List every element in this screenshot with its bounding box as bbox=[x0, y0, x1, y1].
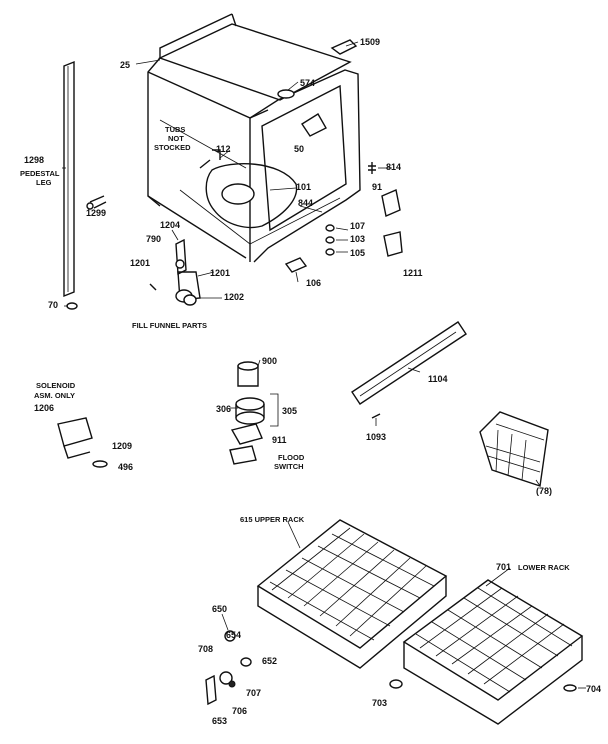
label-1104: 1104 bbox=[428, 374, 448, 384]
leader-lines bbox=[62, 41, 586, 689]
lower-rack-caption: LOWER RACK bbox=[518, 563, 570, 572]
label-496: 496 bbox=[118, 462, 133, 472]
label-1298: 1298 bbox=[24, 155, 44, 165]
label-91: 91 bbox=[372, 182, 382, 192]
mounting-rail-drawing bbox=[351, 321, 467, 419]
tub-note-line1: TUBS bbox=[165, 125, 185, 134]
part-labels: 25 1509 574 TUBS NOT STOCKED 112 50 101 … bbox=[20, 37, 601, 726]
label-105: 105 bbox=[350, 248, 365, 258]
label-653: 653 bbox=[212, 716, 227, 726]
solenoid-note-line1: SOLENOID bbox=[36, 381, 76, 390]
label-1299: 1299 bbox=[86, 208, 106, 218]
rack-hardware-drawing bbox=[205, 630, 577, 706]
flood-switch-line2: SWITCH bbox=[274, 462, 304, 471]
label-1204: 1204 bbox=[160, 220, 180, 230]
label-707: 707 bbox=[246, 688, 261, 698]
label-112: 112 bbox=[216, 144, 231, 154]
label-814: 814 bbox=[386, 162, 401, 172]
label-650: 650 bbox=[212, 604, 227, 614]
tub-note-line3: STOCKED bbox=[154, 143, 191, 152]
flood-switch-line1: FLOOD bbox=[278, 453, 305, 462]
upper-rack-caption: 615 UPPER RACK bbox=[240, 515, 305, 524]
label-574: 574 bbox=[300, 78, 315, 88]
label-1209: 1209 bbox=[112, 441, 132, 451]
pedestal-leg-line1: PEDESTAL bbox=[20, 169, 60, 178]
label-1201-left: 1201 bbox=[130, 258, 150, 268]
silverware-basket-drawing bbox=[479, 411, 549, 487]
tub-note-line2: NOT bbox=[168, 134, 184, 143]
solenoid-drawing bbox=[57, 417, 108, 468]
label-1201-right: 1201 bbox=[210, 268, 230, 278]
label-50: 50 bbox=[294, 144, 304, 154]
label-708: 708 bbox=[198, 644, 213, 654]
label-106: 106 bbox=[306, 278, 321, 288]
fill-funnel-parts-caption: FILL FUNNEL PARTS bbox=[132, 321, 207, 330]
upper-rack-drawing bbox=[256, 519, 448, 669]
label-790: 790 bbox=[146, 234, 161, 244]
label-103: 103 bbox=[350, 234, 365, 244]
label-306: 306 bbox=[216, 404, 231, 414]
pedestal-leg-drawing bbox=[63, 60, 107, 310]
label-70: 70 bbox=[48, 300, 58, 310]
fill-funnel-drawing bbox=[149, 238, 201, 306]
label-1206: 1206 bbox=[34, 403, 54, 413]
label-1093: 1093 bbox=[366, 432, 386, 442]
label-844: 844 bbox=[298, 198, 313, 208]
label-25: 25 bbox=[120, 60, 130, 70]
label-706: 706 bbox=[232, 706, 247, 716]
label-703: 703 bbox=[372, 698, 387, 708]
lower-rack-drawing bbox=[402, 579, 584, 725]
flood-switch-drawing bbox=[229, 361, 279, 465]
label-704: 704 bbox=[586, 684, 601, 694]
label-107: 107 bbox=[350, 221, 365, 231]
label-654: 654 bbox=[226, 630, 241, 640]
pedestal-leg-line2: LEG bbox=[36, 178, 52, 187]
label-900: 900 bbox=[262, 356, 277, 366]
solenoid-note-line2: ASM. ONLY bbox=[34, 391, 75, 400]
label-1202: 1202 bbox=[224, 292, 244, 302]
label-1211: 1211 bbox=[403, 268, 423, 278]
label-701: 701 bbox=[496, 562, 511, 572]
label-652: 652 bbox=[262, 656, 277, 666]
label-911: 911 bbox=[272, 435, 287, 445]
tub-drawing bbox=[147, 13, 403, 273]
label-101: 101 bbox=[296, 182, 311, 192]
label-78: (78) bbox=[536, 486, 552, 496]
label-305: 305 bbox=[282, 406, 297, 416]
label-1509: 1509 bbox=[360, 37, 380, 47]
